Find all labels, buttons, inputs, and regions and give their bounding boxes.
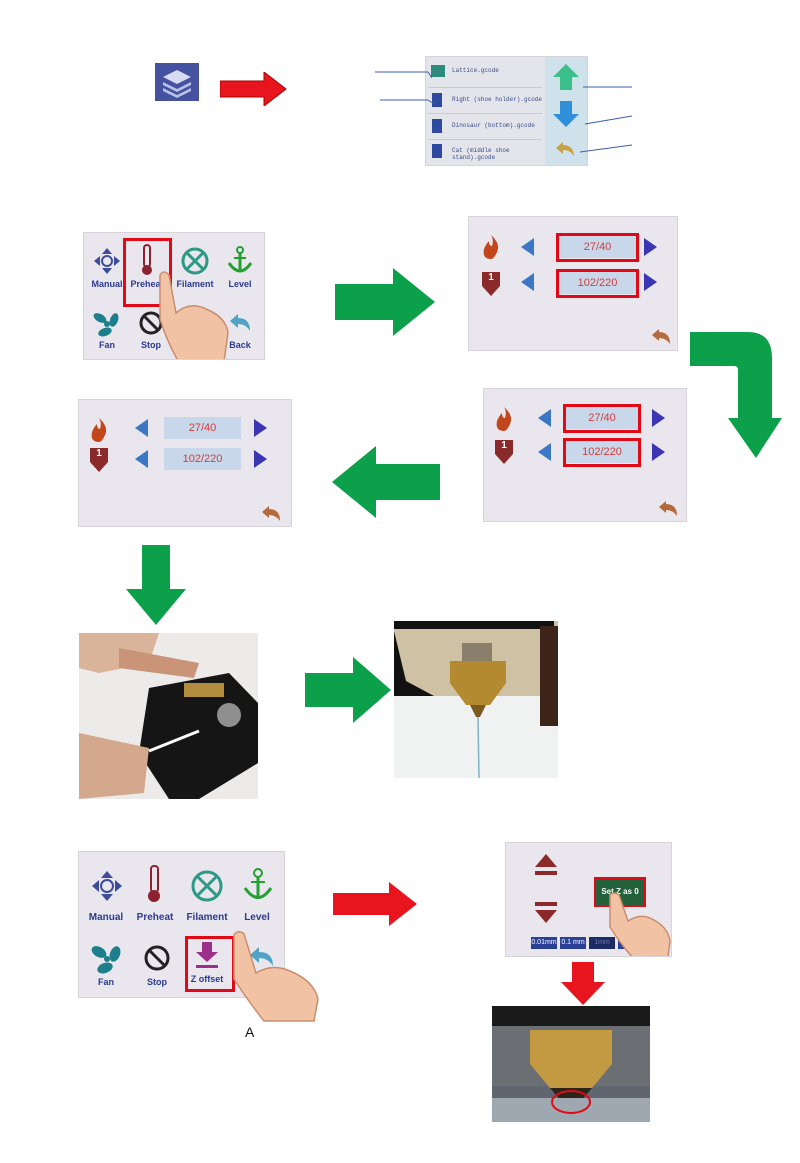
flame-icon bbox=[89, 417, 109, 443]
level-label: Level bbox=[233, 912, 281, 923]
thermometer-icon[interactable] bbox=[143, 864, 165, 904]
decrease-nozzle-arrow[interactable] bbox=[135, 450, 148, 468]
red-arrow-right bbox=[333, 882, 419, 926]
preheat-screen-3: 27/40 1 102/220 bbox=[78, 399, 292, 527]
increase-bed-arrow[interactable] bbox=[254, 419, 267, 437]
bed-temp-highlight bbox=[556, 233, 639, 262]
green-arrow-right bbox=[305, 657, 393, 723]
filament-insert-photo bbox=[79, 633, 258, 799]
increase-nozzle-arrow[interactable] bbox=[652, 443, 665, 461]
decrease-bed-arrow[interactable] bbox=[135, 419, 148, 437]
finger-hand bbox=[152, 269, 232, 360]
back-icon[interactable] bbox=[229, 311, 253, 333]
fan-icon[interactable] bbox=[91, 944, 123, 974]
increase-bed-arrow[interactable] bbox=[644, 238, 657, 256]
nozzle-temp-highlight bbox=[556, 269, 639, 298]
decrease-bed-arrow[interactable] bbox=[538, 409, 551, 427]
red-arrow-down bbox=[560, 962, 606, 1006]
nozzle-number: 1 bbox=[481, 272, 501, 283]
nozzle-temp-highlight bbox=[563, 438, 641, 467]
flame-icon bbox=[481, 234, 501, 260]
nozzle-number: 1 bbox=[89, 448, 109, 459]
manual-label: Manual bbox=[86, 279, 128, 289]
finger-hand bbox=[228, 929, 322, 1023]
z-down-icon[interactable] bbox=[534, 901, 558, 927]
preheat-screen-2: 27/40 1 102/220 bbox=[483, 388, 687, 522]
green-arrow-right bbox=[335, 268, 437, 336]
manual-label: Manual bbox=[82, 912, 130, 923]
flame-icon bbox=[494, 406, 514, 432]
manual-icon[interactable] bbox=[93, 247, 121, 275]
nozzle-extrude-photo bbox=[394, 621, 558, 778]
red-arrow-right bbox=[220, 72, 288, 106]
main-menu-screen: Manual Preheat Filament Level Fan Stop Z… bbox=[83, 232, 265, 360]
nozzle-temp: 102/220 bbox=[164, 448, 241, 470]
z-offset-screen: Set Z as 0 0.01mm 0.1 mm 1mm 10mm bbox=[505, 842, 672, 957]
step-button[interactable]: 0.01mm bbox=[531, 937, 557, 949]
anchor-icon[interactable] bbox=[243, 867, 273, 903]
filament-icon[interactable] bbox=[191, 870, 223, 902]
print-icon[interactable] bbox=[155, 63, 199, 101]
z-up-icon[interactable] bbox=[534, 853, 558, 879]
fan-label: Fan bbox=[86, 340, 128, 350]
preheat-label: Preheat bbox=[131, 912, 179, 923]
bed-temp: 27/40 bbox=[164, 417, 241, 439]
increase-nozzle-arrow[interactable] bbox=[644, 273, 657, 291]
stop-icon[interactable] bbox=[143, 944, 171, 972]
stop-label: Stop bbox=[133, 977, 181, 987]
step-button[interactable]: 0.1 mm bbox=[560, 937, 586, 949]
decrease-bed-arrow[interactable] bbox=[521, 238, 534, 256]
manual-icon[interactable] bbox=[91, 870, 123, 902]
nozzle-number: 1 bbox=[494, 440, 514, 451]
filament-label: Filament bbox=[183, 912, 231, 923]
back-icon[interactable] bbox=[658, 499, 680, 517]
back-icon[interactable] bbox=[651, 327, 673, 345]
increase-bed-arrow[interactable] bbox=[652, 409, 665, 427]
green-arrow-down bbox=[124, 545, 188, 627]
decrease-nozzle-arrow[interactable] bbox=[538, 443, 551, 461]
green-arrow-left bbox=[330, 446, 440, 518]
caption-a: A bbox=[245, 1024, 254, 1040]
back-icon[interactable] bbox=[261, 504, 283, 522]
fan-icon[interactable] bbox=[93, 311, 121, 337]
increase-nozzle-arrow[interactable] bbox=[254, 450, 267, 468]
fan-label: Fan bbox=[82, 977, 130, 987]
bed-temp-highlight bbox=[563, 404, 641, 433]
finger-hand bbox=[606, 891, 672, 957]
nozzle-bed-photo bbox=[492, 1006, 650, 1122]
decrease-nozzle-arrow[interactable] bbox=[521, 273, 534, 291]
callout-lines bbox=[370, 60, 640, 160]
green-arrow-curved bbox=[688, 328, 784, 460]
preheat-screen-1: 27/40 1 102/220 bbox=[468, 216, 678, 351]
